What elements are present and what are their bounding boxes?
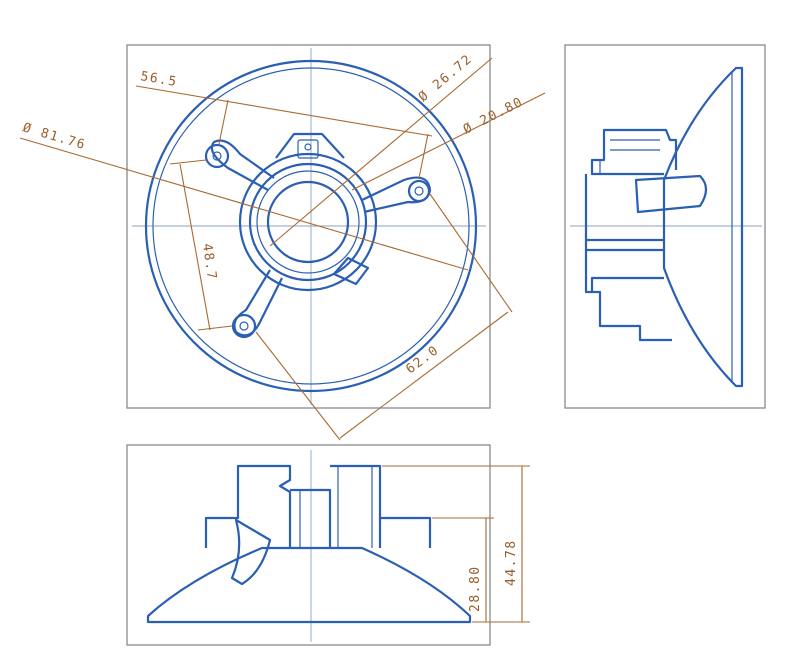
side-hub-inner <box>599 139 660 174</box>
hub-collar-outer <box>248 162 368 282</box>
bottom-hub-left <box>204 464 292 548</box>
hub-body-outer <box>238 152 378 292</box>
dim-ear-spacing-label: 48.7 <box>199 242 219 281</box>
bottom-view-frame <box>126 444 491 646</box>
bottom-hub-collar-lines <box>299 466 373 548</box>
arm-right-hole <box>414 186 424 196</box>
hub-bore <box>266 180 350 264</box>
arm-lower-hole <box>239 321 249 331</box>
front-view-frame <box>126 44 491 409</box>
side-view-frame <box>564 44 766 409</box>
arm-upper-left-hole-outer <box>204 143 230 169</box>
dim-diag-span-ext-b <box>429 193 513 313</box>
dim-ear-width-line <box>135 85 433 137</box>
bottom-latch <box>230 518 272 586</box>
arm-upper-left-hole <box>212 151 222 161</box>
dim-ear-spacing-ext-top <box>169 159 207 165</box>
bottom-hub-right <box>380 516 432 548</box>
arm-lower-hole-outer <box>231 313 257 339</box>
dim-diag-span-line <box>339 311 509 439</box>
locking-tab-outline <box>275 132 345 159</box>
side-flange-cone <box>662 66 744 388</box>
bottom-flange-cone <box>146 546 472 624</box>
dim-diag-span-ext-a <box>255 331 341 441</box>
locking-tab <box>275 132 345 159</box>
dim-ear-width-ext-right <box>418 133 429 179</box>
dim-ear-spacing-line <box>179 163 211 331</box>
side-hub-lines <box>584 174 664 294</box>
hub-collar-step <box>256 170 360 274</box>
arm-lower <box>233 269 283 337</box>
side-view <box>564 44 766 409</box>
mounting-arms <box>204 139 432 339</box>
dim-ear-width-label: 56.5 <box>139 69 178 90</box>
flange-outer-ring <box>144 59 478 393</box>
locking-tab-pin <box>304 143 312 151</box>
front-view: Ø 81.76 56.5 Ø 26.72 Ø 20.80 48.7 62.0 <box>19 44 546 441</box>
dim-ear-width-ext-left <box>218 99 229 145</box>
dim-outer-collar-line <box>269 57 493 247</box>
bottom-hub-collar <box>290 464 382 548</box>
dim-collar-height-label: 28.80 <box>468 565 483 612</box>
bottom-view: 44.78 28.80 <box>126 444 530 646</box>
dim-inner-collar-line <box>351 92 546 191</box>
side-latch <box>634 174 708 214</box>
hub-latch-lower-right <box>332 256 370 286</box>
arm-right-hole-outer <box>407 179 431 203</box>
flange-inner-ring <box>152 67 470 385</box>
dim-flange-diameter-line <box>19 137 469 271</box>
locking-tab-slot <box>297 139 319 159</box>
dim-inner-collar-label: Ø 20.80 <box>461 95 526 138</box>
bottom-dimensions: 44.78 28.80 <box>382 465 530 623</box>
side-hub-body <box>590 128 678 342</box>
dim-ear-spacing-ext-bot <box>197 325 233 331</box>
arm-upper-left <box>210 139 275 191</box>
dim-total-height-label: 44.78 <box>504 539 519 586</box>
